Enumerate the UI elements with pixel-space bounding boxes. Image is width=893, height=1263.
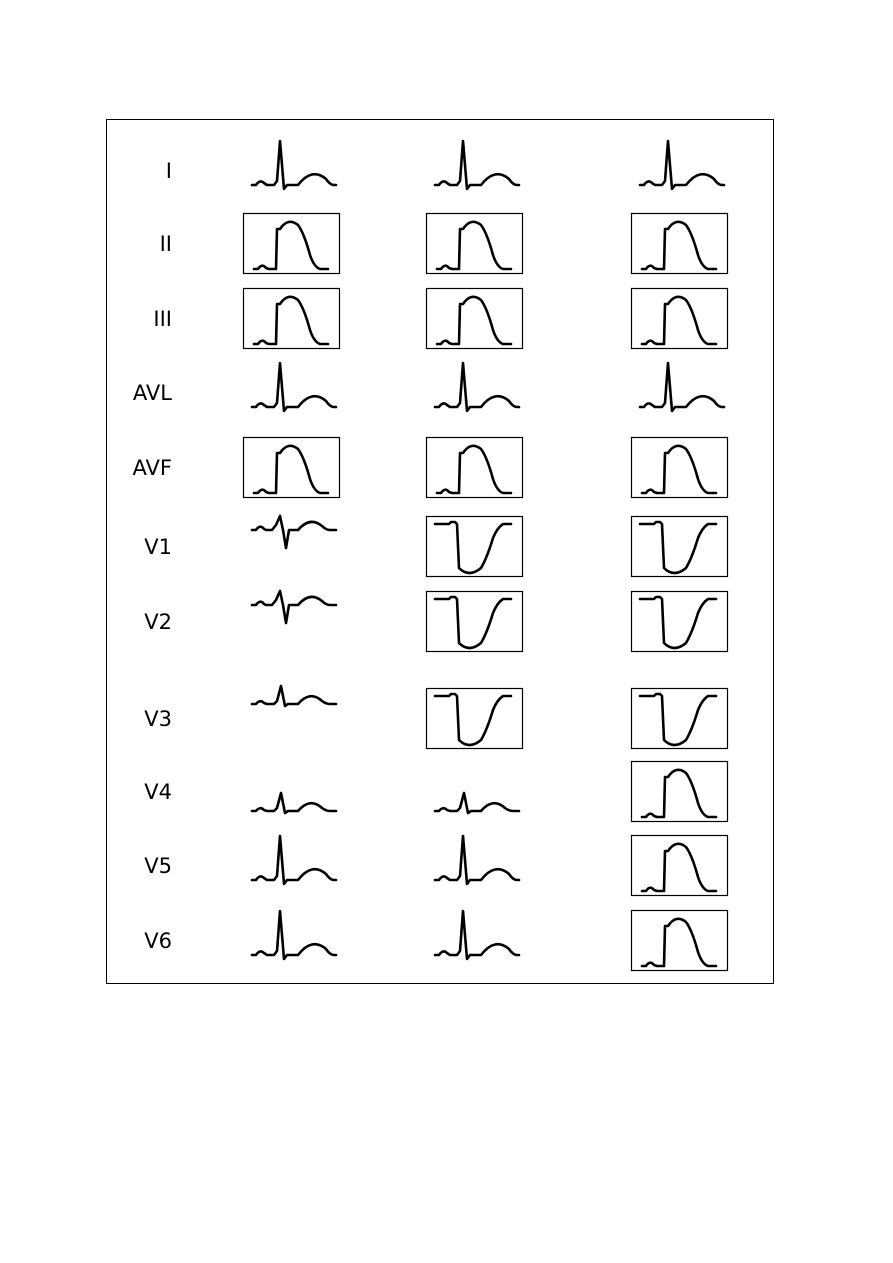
ecg-cell [425,436,524,499]
lead-label: V4 [144,780,172,804]
ecg-cell [630,287,729,350]
lead-label: V3 [144,707,172,731]
lead-label: V2 [144,610,172,634]
ecg-waveform-depressed [638,595,718,650]
ecg-cell [250,361,338,413]
ecg-cell [630,436,729,499]
ecg-waveform-depressed [638,692,718,747]
ecg-waveform-elevated [640,768,718,819]
highlight-box [425,212,524,275]
ecg-waveform-depressed [433,692,513,747]
lead-label: V5 [144,854,172,878]
ecg-cell [630,212,729,275]
ecg-cell [630,590,729,653]
ecg-waveform-depressed [638,520,718,575]
highlight-box [630,287,729,350]
ecg-waveform-normal [638,139,726,191]
lead-label: AVF [133,456,172,480]
ecg-waveform-small [250,684,338,708]
ecg-cell [638,361,726,413]
highlight-box [242,287,341,350]
ecg-cell [250,139,338,191]
ecg-cell [250,589,338,625]
ecg-waveform-normal [433,834,521,886]
ecg-waveform-elevated [640,295,718,346]
ecg-cell [433,791,521,815]
lead-label: AVL [133,381,172,405]
ecg-waveform-normal [638,361,726,413]
ecg-waveform-normal [433,139,521,191]
ecg-waveform-normal [250,834,338,886]
highlight-box [242,436,341,499]
ecg-waveform-elevated [252,295,330,346]
highlight-box [630,687,729,750]
ecg-cell [250,909,338,961]
ecg-cell [638,139,726,191]
lead-label: V6 [144,929,172,953]
ecg-cell [242,436,341,499]
highlight-box [242,212,341,275]
ecg-cell [250,514,338,550]
ecg-waveform-normal [250,361,338,413]
ecg-cell [425,590,524,653]
highlight-box [630,212,729,275]
ecg-waveform-rs [250,514,338,550]
ecg-cell [250,684,338,708]
ecg-cell [250,791,338,815]
ecg-waveform-elevated [640,444,718,495]
ecg-cell [250,834,338,886]
lead-label: III [153,307,172,331]
ecg-waveform-rs [250,589,338,625]
ecg-cell [425,287,524,350]
highlight-box [425,287,524,350]
ecg-cell [433,909,521,961]
highlight-box [425,687,524,750]
ecg-cell [630,760,729,823]
highlight-box [630,436,729,499]
ecg-cell [425,212,524,275]
ecg-waveform-normal [433,909,521,961]
ecg-cell [630,687,729,750]
ecg-waveform-small [250,791,338,815]
highlight-box [425,436,524,499]
ecg-waveform-elevated [640,842,718,893]
ecg-waveform-elevated [640,917,718,968]
ecg-cell [425,687,524,750]
highlight-box [630,590,729,653]
ecg-waveform-depressed [433,595,513,650]
ecg-cell [242,212,341,275]
ecg-cell [433,834,521,886]
ecg-cell [630,909,729,972]
ecg-waveform-elevated [252,220,330,271]
ecg-waveform-elevated [640,220,718,271]
lead-label: V1 [144,535,172,559]
ecg-waveform-depressed [433,520,513,575]
lead-label: II [160,232,172,256]
ecg-waveform-normal [250,139,338,191]
highlight-box [630,515,729,578]
ecg-cell [433,361,521,413]
ecg-cell [242,287,341,350]
ecg-cell [425,515,524,578]
highlight-box [630,834,729,897]
ecg-waveform-elevated [435,220,513,271]
ecg-cell [433,139,521,191]
diagram-frame [106,119,774,984]
highlight-box [630,909,729,972]
ecg-cells [242,139,729,972]
ecg-waveform-elevated [435,444,513,495]
highlight-box [630,760,729,823]
ecg-waveform-elevated [435,295,513,346]
highlight-box [425,590,524,653]
ecg-waveform-normal [250,909,338,961]
highlight-box [425,515,524,578]
ecg-waveform-normal [433,361,521,413]
ecg-waveform-elevated [252,444,330,495]
ecg-cell [630,834,729,897]
ecg-waveform-small [433,791,521,815]
lead-label: I [166,159,172,183]
ecg-cell [630,515,729,578]
